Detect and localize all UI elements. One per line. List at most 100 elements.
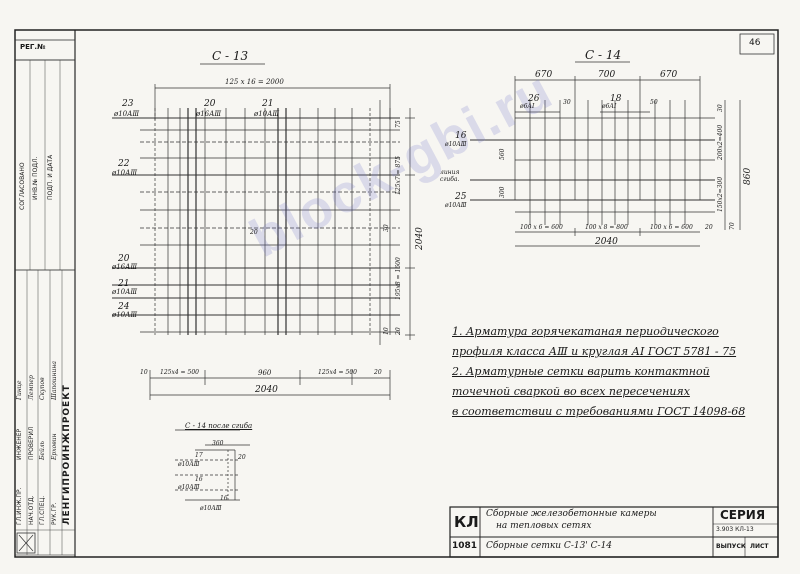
stamp-role-4: РУК.ГР. bbox=[51, 502, 58, 525]
title-seria-value: 3.903 КЛ-13 bbox=[716, 526, 754, 533]
s14-small-dim-1: 30 bbox=[563, 99, 571, 106]
s14-top-dim-1: 670 bbox=[535, 70, 553, 80]
s14-top-dim-2: 700 bbox=[598, 70, 616, 80]
s13-bar-dia-7: ø10АⅢ bbox=[112, 311, 138, 319]
s13-total-width: 2040 bbox=[255, 385, 278, 395]
page-number: 46 bbox=[749, 38, 761, 48]
stamp-date-sign: ПОДП. И ДАТА bbox=[47, 154, 54, 200]
title-seria-label: СЕРИЯ bbox=[720, 508, 766, 522]
stamp-role-1: ГЛ.ИНЖ.ПР. bbox=[16, 487, 23, 526]
s14-right-dim-2: 200х2=400 bbox=[717, 124, 724, 160]
title-code-kl: КЛ bbox=[454, 513, 479, 531]
s13-right-dim-2: 125х7 = 875 bbox=[395, 156, 402, 195]
s14-right-dim-4: 70 bbox=[729, 222, 736, 230]
s14-bottom-dim-2: 100 х 8 = 800 bbox=[585, 224, 628, 231]
stamp-role-5: ИНЖЕНЕР bbox=[16, 428, 23, 460]
s13-bar-num-5: 20 bbox=[118, 254, 130, 264]
s13-bar-dia-4: ø10АⅢ bbox=[112, 169, 138, 177]
stamp-agreed: СОГЛАСОВАНО bbox=[19, 162, 26, 210]
s13-bar-dia-2: ø16АⅢ bbox=[196, 110, 222, 118]
title-subtitle: Сборные сетки С-13' С-14 bbox=[486, 541, 613, 551]
reg-label: РЕГ.№ bbox=[20, 43, 46, 51]
s14-bottom-dim-4: 20 bbox=[705, 224, 713, 231]
note-line-5: в соответствии с требованиями ГОСТ 14098… bbox=[452, 405, 746, 418]
s14-bent-bar-num-2: 16 bbox=[195, 476, 203, 483]
note-line-1: 1. Арматура горячекатаная периодического bbox=[452, 325, 719, 338]
s14-left-dim-2: 300 bbox=[499, 186, 506, 198]
note-line-4: точечной сваркой во всех пересечениях bbox=[452, 385, 690, 398]
stamp-role-6: ПРОВЕРИЛ bbox=[28, 426, 35, 460]
title-line-1: Сборные железобетонные камеры bbox=[486, 509, 657, 519]
s14-bar-dia-2: ø6АⅠ bbox=[602, 103, 617, 110]
s14-bar-num-1: 26 bbox=[528, 94, 540, 104]
title-code-num: 1081 bbox=[452, 541, 478, 551]
s14-bent-bar-dia-3: ø10АⅢ bbox=[200, 505, 222, 512]
stamp-name-4: Лемпер bbox=[28, 375, 35, 400]
s13-bar-num-1: 23 bbox=[122, 99, 134, 109]
s14-title: С - 14 bbox=[585, 48, 622, 62]
s13-top-dim: 125 х 16 = 2000 bbox=[225, 78, 284, 86]
s13-bar-num-6: 21 bbox=[118, 279, 130, 289]
stamp-role-2: НАЧ.ОТД. bbox=[28, 495, 35, 525]
s14-right-dim-1: 30 bbox=[717, 104, 724, 112]
s13-bar-dia-3: ø10АⅢ bbox=[254, 110, 280, 118]
s13-bottom-dim-2: 125х4 = 500 bbox=[160, 369, 199, 376]
s14-left-dim-1: 560 bbox=[499, 148, 506, 160]
stamp-name-2: Ерховин bbox=[51, 433, 58, 460]
s14-bottom-dim-1: 100 х 6 = 600 bbox=[520, 224, 563, 231]
s13-bottom-dim-3: 960 bbox=[258, 369, 272, 377]
s14-bent-bar-num-1: 17 bbox=[195, 452, 203, 459]
s14-bar-num-3: 16 bbox=[455, 131, 467, 141]
s13-bar-num-2: 20 bbox=[204, 99, 216, 109]
s14-bent-dim-1: 360 bbox=[212, 440, 224, 447]
s13-right-dim-6: 10 bbox=[383, 327, 390, 335]
s13-inner-mark: 20 bbox=[250, 229, 258, 236]
title-list-label: ЛИСТ bbox=[750, 543, 769, 550]
s14-bar-num-4: 25 bbox=[455, 192, 467, 202]
s14-bent-bar-num-3: 16 bbox=[220, 495, 228, 502]
s14-bent-title: С - 14 после сгиба bbox=[185, 422, 253, 430]
title-vypusk-label: ВЫПУСК bbox=[716, 543, 746, 550]
s14-bar-dia-1: ø6АⅠ bbox=[520, 103, 535, 110]
s14-bent-bar-dia-1: ø10АⅢ bbox=[178, 461, 200, 468]
s13-bar-num-7: 24 bbox=[118, 302, 130, 312]
stamp-name-3: Гинце bbox=[16, 380, 23, 400]
s14-right-dim-total: 860 bbox=[743, 167, 753, 185]
note-line-2: профиля класса АⅢ и круглая АⅠ ГОСТ 5781… bbox=[452, 345, 737, 358]
s14-bar-dia-4: ø10АⅢ bbox=[445, 202, 467, 209]
s13-bottom-dim-1: 10 bbox=[140, 369, 148, 376]
s13-bottom-dim-5: 20 bbox=[374, 369, 382, 376]
stamp-role-3: ГЛ.СПЕЦ. bbox=[39, 495, 46, 525]
stamp-org: ЛЕНГИПРОИНЖПРОЕКТ bbox=[62, 384, 72, 525]
s14-top-dim-3: 670 bbox=[660, 70, 678, 80]
s13-right-dim-5: 20 bbox=[395, 327, 402, 335]
s13-right-dim-3: 30 bbox=[383, 224, 390, 232]
s14-bar-num-2: 18 bbox=[610, 94, 622, 104]
stamp-inv: ИНВ.№ ПОДЛ. bbox=[32, 156, 39, 200]
s14-total-width: 2040 bbox=[595, 237, 618, 247]
s13-bottom-dim-4: 125х4 = 500 bbox=[318, 369, 357, 376]
s14-right-dim-3: 150х2=300 bbox=[717, 176, 724, 212]
s14-bottom-dim-3: 100 х 6 = 600 bbox=[650, 224, 693, 231]
note-line-3: 2. Арматурные сетки варить контактной bbox=[452, 365, 710, 378]
s13-bar-dia-6: ø10АⅢ bbox=[112, 288, 138, 296]
s14-small-dim-2: 50 bbox=[650, 99, 658, 106]
s13-right-dim-1: 75 bbox=[395, 120, 402, 128]
s13-bar-dia-5: ø16АⅢ bbox=[112, 263, 138, 271]
s14-bent-bar-dia-2: ø10АⅢ bbox=[178, 484, 200, 491]
s14-bend-label: линия сгиба. bbox=[440, 169, 460, 183]
s13-bar-num-4: 22 bbox=[118, 159, 130, 169]
s13-right-dim-4: 195х8 = 1600 bbox=[395, 257, 402, 300]
stamp-name-1: Бейль bbox=[39, 441, 46, 460]
title-line-2: на тепловых сетях bbox=[496, 521, 592, 531]
s13-bar-dia-1: ø10АⅢ bbox=[114, 110, 140, 118]
stamp-name-5: Скупов bbox=[39, 377, 46, 400]
s14-bent-dim-2: 20 bbox=[238, 454, 246, 461]
s14-bar-dia-3: ø10АⅢ bbox=[445, 141, 467, 148]
s13-bar-num-3: 21 bbox=[262, 99, 274, 109]
stamp-name-6: Шапошнина bbox=[51, 361, 58, 400]
s13-title: С - 13 bbox=[212, 49, 249, 63]
s13-right-dim-total: 2040 bbox=[415, 227, 425, 250]
